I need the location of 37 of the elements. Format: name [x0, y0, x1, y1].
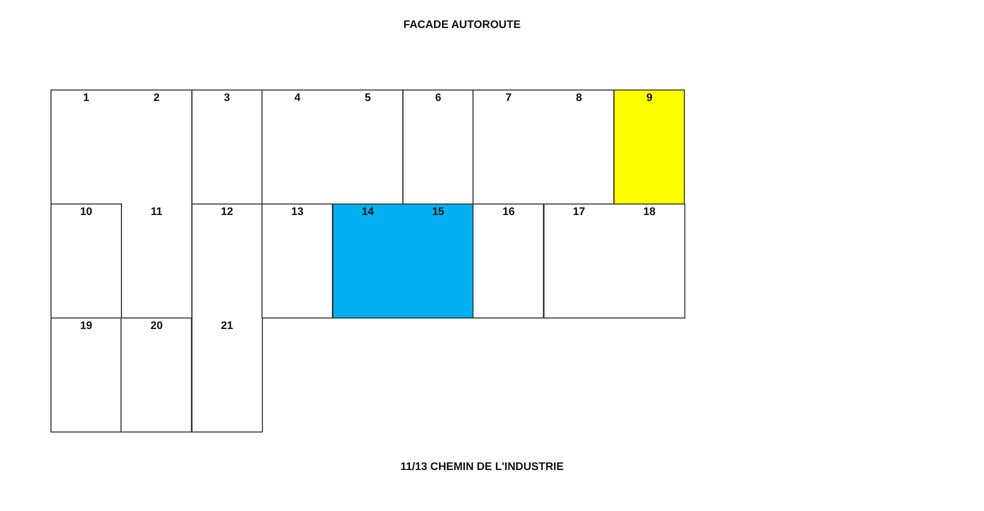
plot-lot: [51, 318, 122, 432]
plot-lot: [473, 204, 544, 318]
plot-lot: [262, 90, 403, 204]
plot-lot: [192, 204, 262, 432]
lot-number: 6: [435, 92, 442, 105]
lot-number: 20: [150, 320, 163, 333]
lot-number: 4: [294, 92, 300, 105]
lot-number: 21: [220, 320, 234, 333]
lot-number: 14: [362, 206, 374, 219]
plot-lot: [262, 204, 333, 318]
lot-number: 1: [83, 92, 90, 105]
plan-title: FACADE AUTOROUTE: [402, 19, 522, 31]
address-caption: 11/13 CHEMIN DE L'INDUSTRIE: [399, 461, 565, 473]
plot-lot: [544, 204, 685, 318]
lot-number: 13: [291, 206, 304, 219]
plot-lot: [121, 318, 192, 432]
lot-number: 16: [502, 206, 515, 219]
lot-number: 15: [432, 206, 444, 219]
lot-number: 19: [80, 320, 92, 333]
plot-lot: [403, 90, 474, 204]
lot-number: 2: [154, 92, 160, 105]
lot-number: 10: [80, 206, 92, 219]
lot-number: 8: [576, 92, 582, 105]
lot-number: 9: [646, 92, 652, 105]
plot-lot: [473, 90, 614, 204]
plot-lot: [51, 90, 192, 318]
lot-number: 17: [572, 206, 586, 219]
lot-number: 12: [220, 206, 234, 219]
plot-lot: [614, 90, 685, 204]
lot-number: 11: [150, 206, 162, 219]
plot-lot: [51, 204, 122, 318]
lot-number: 5: [364, 92, 371, 105]
lot-number: 7: [506, 92, 512, 105]
plot-lot: [192, 90, 262, 204]
plot-lot: [332, 204, 474, 318]
lot-number: 3: [224, 92, 230, 105]
lot-number: 18: [643, 206, 656, 219]
